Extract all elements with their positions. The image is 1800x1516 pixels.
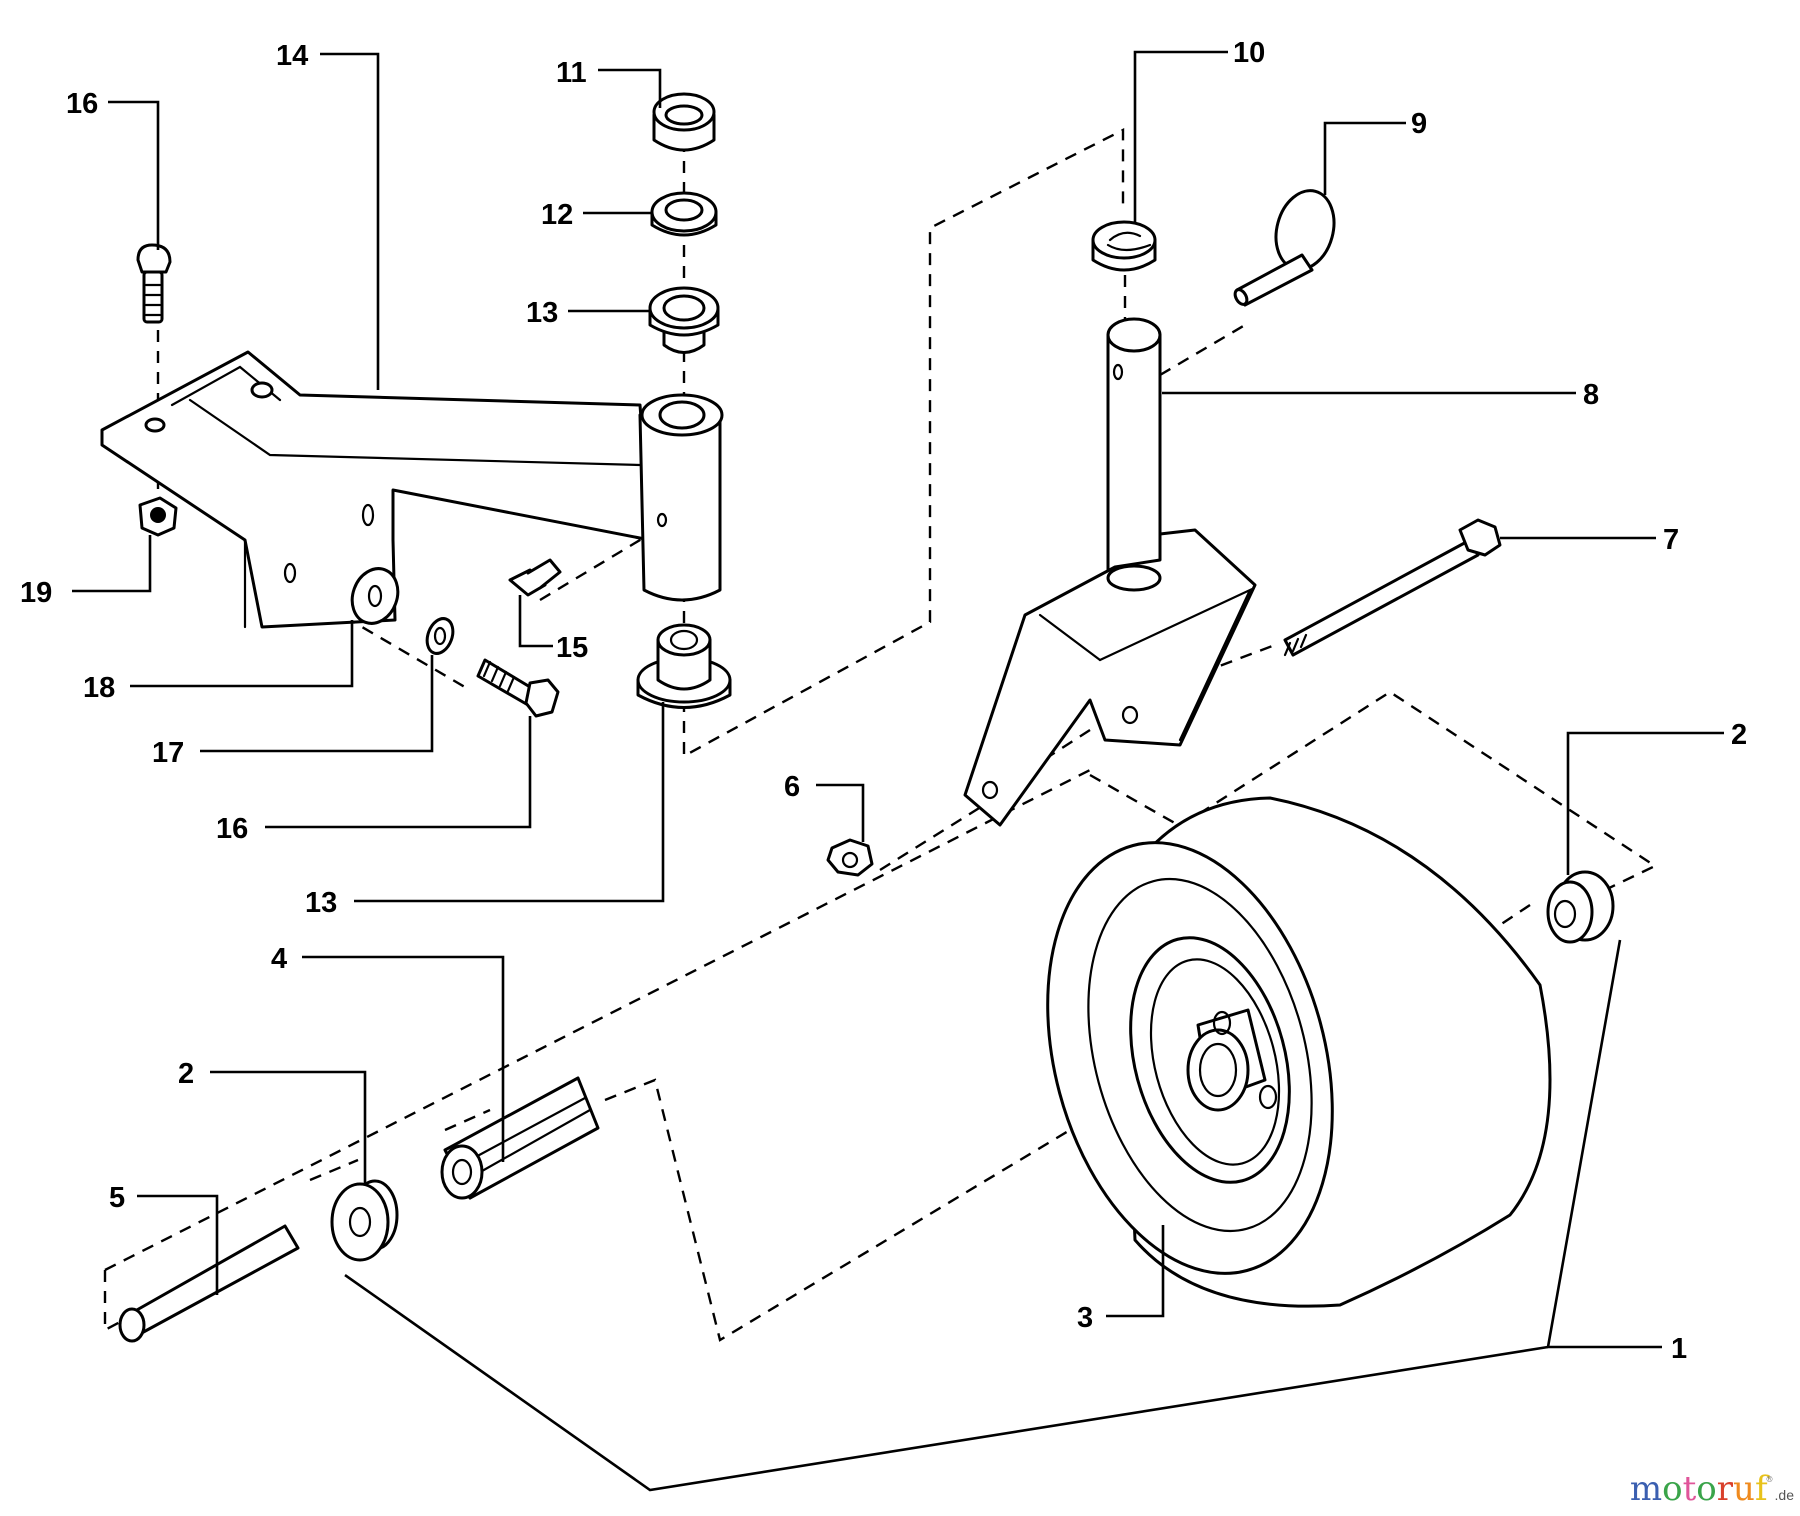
part-8-caster-fork — [963, 317, 1257, 827]
callout-19: 19 — [20, 577, 52, 609]
callout-11: 11 — [556, 57, 587, 89]
callout-12: 12 — [541, 199, 573, 231]
part-2-left-bushing — [330, 1179, 399, 1262]
registered-mark: ® — [1765, 1475, 1774, 1484]
logo-tld: .de — [1774, 1487, 1794, 1503]
callout-2-left: 2 — [178, 1058, 194, 1090]
part-4-spacer-tube — [440, 1076, 600, 1200]
part-16-top-bolt — [136, 243, 172, 324]
callout-6: 6 — [784, 771, 800, 803]
logo-letter: r — [1716, 1469, 1734, 1509]
callout-15: 15 — [556, 632, 588, 664]
part-7-axle-bolt — [1283, 518, 1502, 657]
logo-letter: f — [1754, 1469, 1768, 1509]
callout-18: 18 — [83, 672, 115, 704]
part-2-right-bushing — [1546, 870, 1615, 944]
callout-16-top: 16 — [66, 88, 98, 120]
part-17-lock-washer — [425, 617, 455, 655]
part-19-hex-nut — [138, 496, 178, 537]
part-6-lock-nut — [826, 838, 874, 877]
part-12-washer — [650, 191, 718, 237]
part-9-hitch-pin — [1233, 189, 1336, 307]
logo-letter: t — [1682, 1469, 1697, 1509]
part-10-spring-washer — [1091, 220, 1157, 272]
callout-8: 8 — [1583, 379, 1599, 411]
logo-letter: o — [1696, 1469, 1717, 1509]
logo-letter: u — [1733, 1469, 1755, 1509]
callout-13-top: 13 — [526, 297, 558, 329]
part-5-axle-pin — [118, 1224, 300, 1343]
callout-2-right: 2 — [1731, 719, 1747, 751]
callout-10: 10 — [1233, 37, 1265, 69]
callout-3: 3 — [1077, 1302, 1093, 1334]
part-14-caster-arm — [100, 350, 724, 629]
part-15-grease-fitting — [508, 558, 562, 597]
part-16-side-bolt — [476, 658, 560, 718]
part-13-bottom-bushing — [636, 623, 732, 709]
callout-1: 1 — [1671, 1333, 1687, 1365]
part-3-wheel — [1046, 796, 1552, 1308]
part-18-flat-washer — [350, 567, 400, 625]
callout-16-side: 16 — [216, 813, 248, 845]
callout-labels: 16 14 11 12 13 10 9 8 7 19 15 18 17 16 1… — [20, 37, 1747, 1365]
logo-letter: o — [1662, 1469, 1683, 1509]
part-11-cap-bushing — [652, 92, 716, 152]
callout-4: 4 — [271, 943, 287, 975]
callout-5: 5 — [109, 1182, 125, 1214]
callout-13-bottom: 13 — [305, 887, 337, 919]
watermark-logo[interactable]: motoruf®.de — [1630, 1472, 1794, 1506]
callout-9: 9 — [1411, 108, 1427, 140]
part-13-top-bushing — [648, 286, 720, 354]
callout-14: 14 — [276, 40, 308, 72]
callout-17: 17 — [152, 737, 184, 769]
callout-7: 7 — [1663, 524, 1679, 556]
leader-lines — [72, 50, 1724, 1492]
logo-letter: m — [1629, 1469, 1663, 1509]
